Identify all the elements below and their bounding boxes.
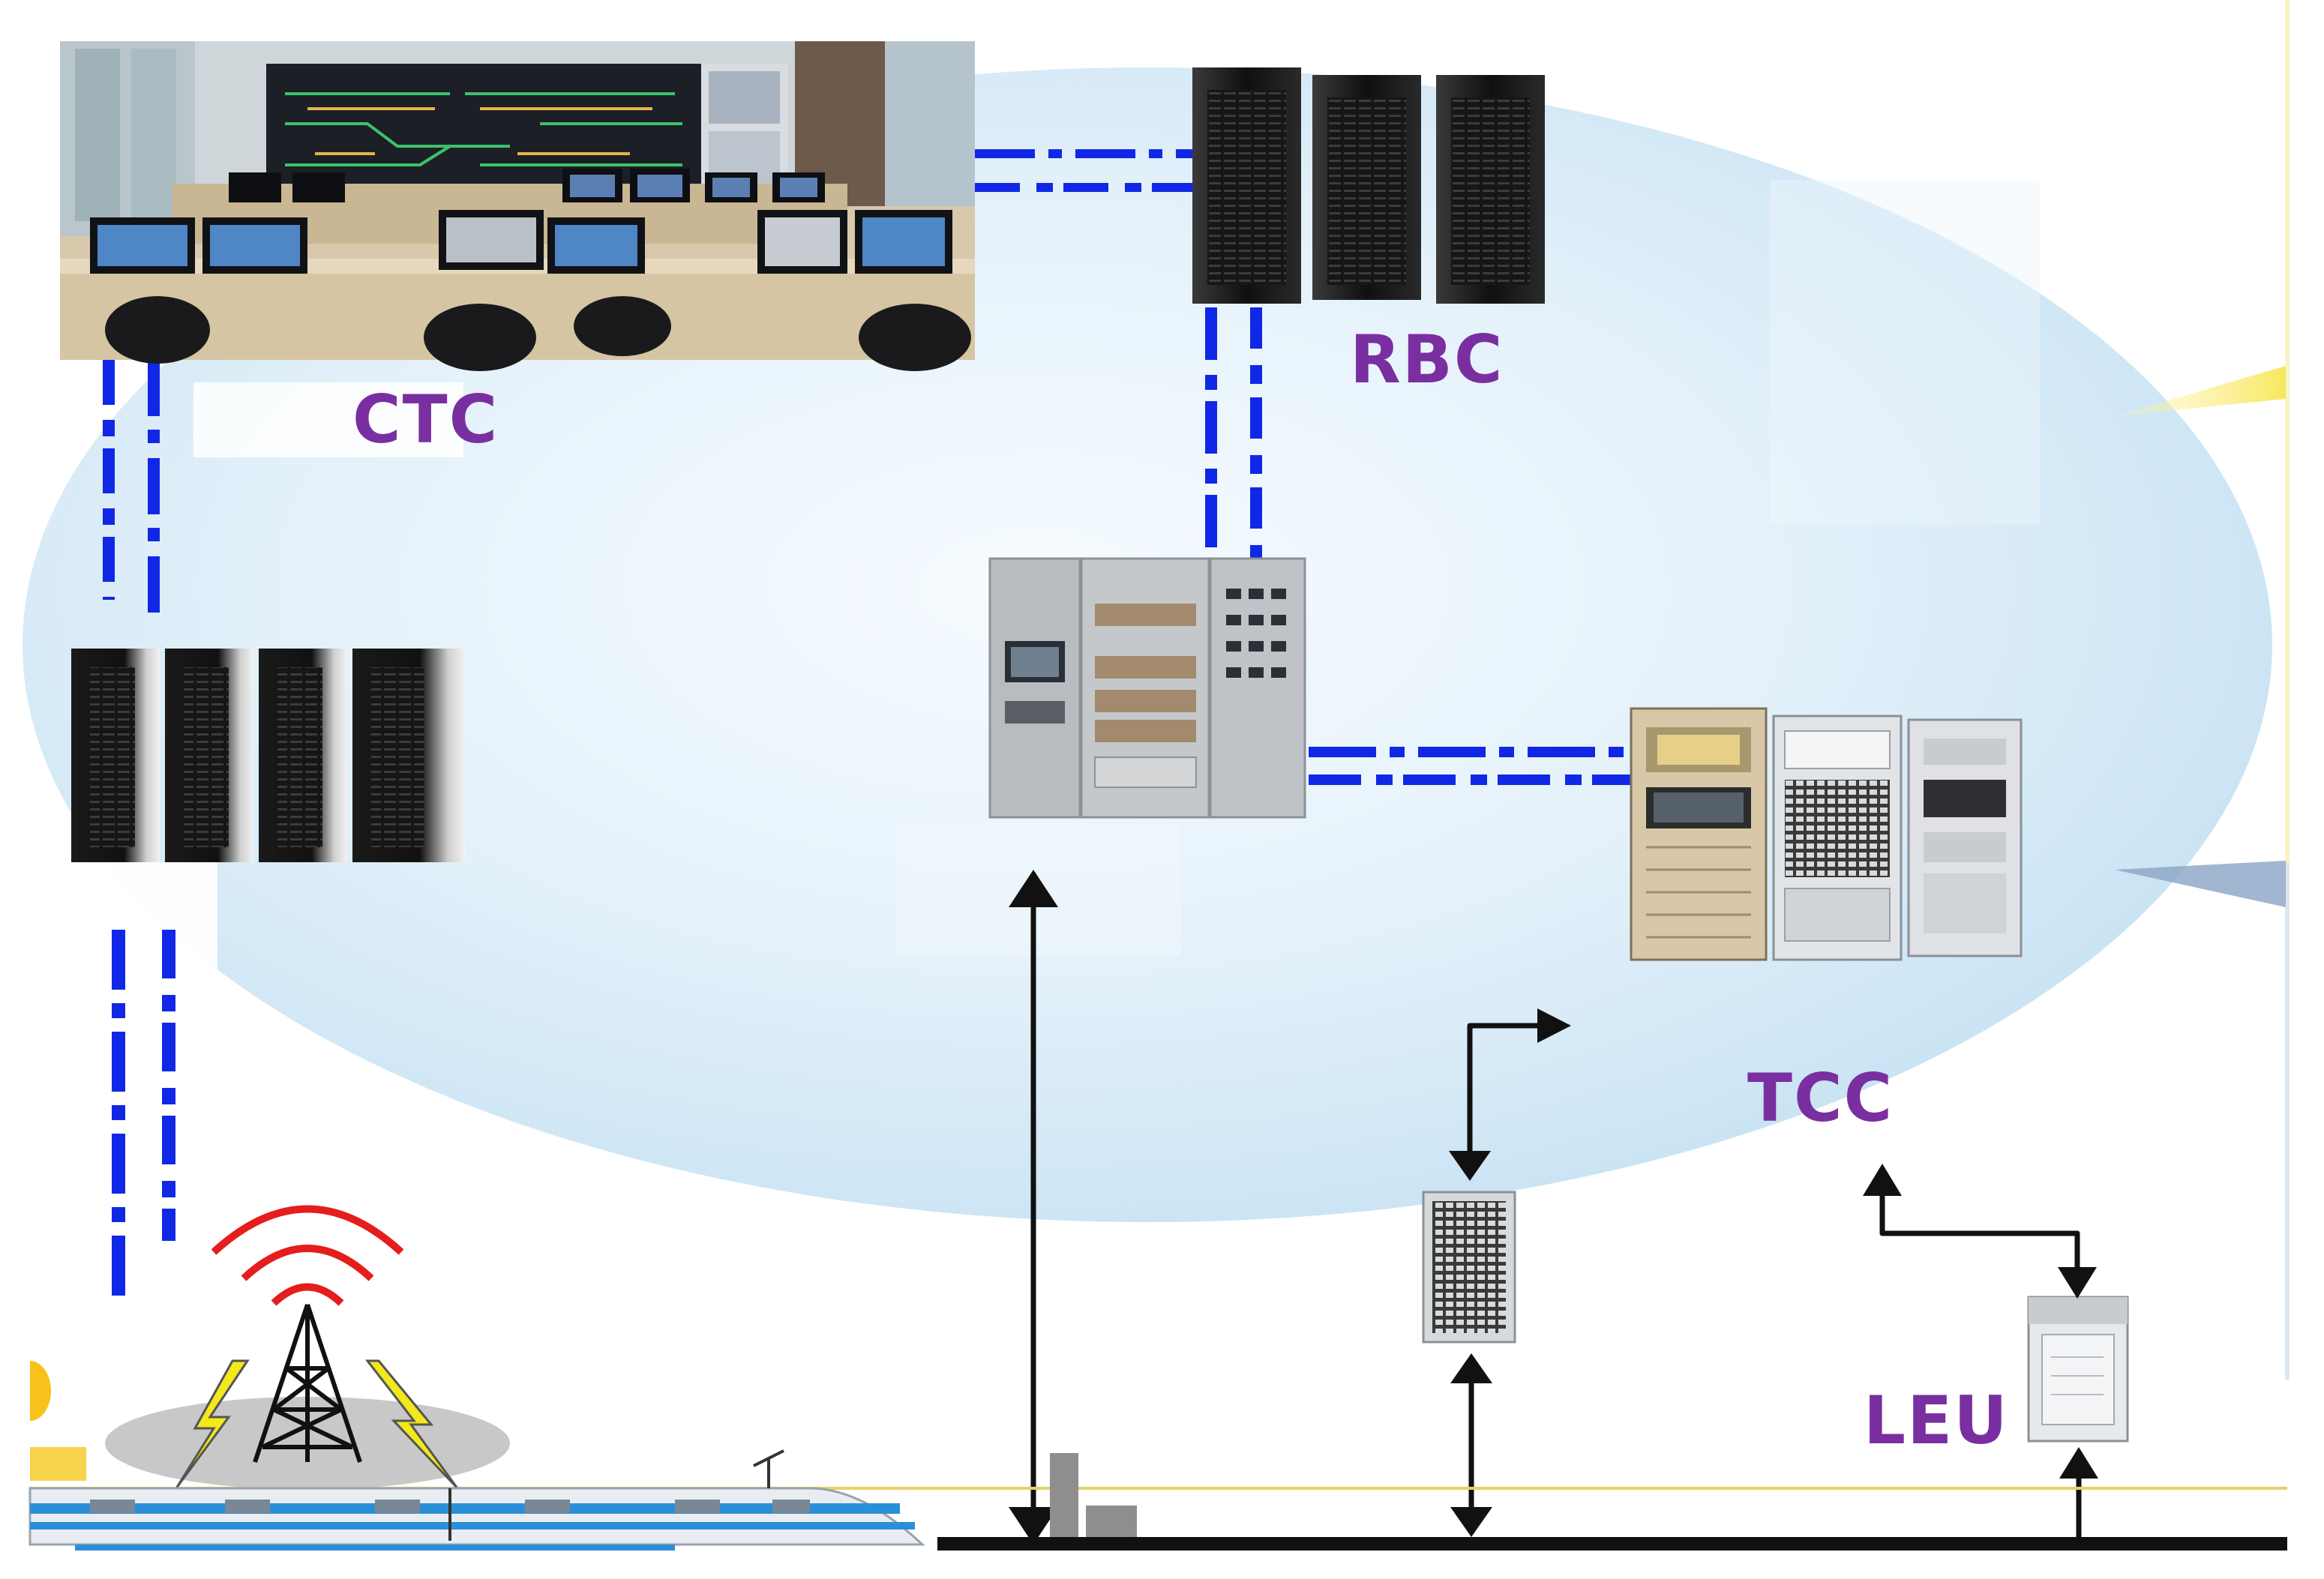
link-interlocking-tcc <box>1309 747 1631 785</box>
component-labels: CTC RBC TCC LEU <box>352 321 2009 1459</box>
rbc-server-racks <box>1192 67 1545 304</box>
signal-arrows <box>1009 870 2098 1548</box>
edge-decoration <box>30 1361 51 1421</box>
label-ctc: CTC <box>352 381 499 458</box>
server-rack-icon <box>259 649 347 862</box>
label-tcc: TCC <box>1747 1059 1894 1137</box>
server-rack-icon <box>1312 75 1421 300</box>
link-servers-tower <box>112 930 175 1308</box>
label-leu: LEU <box>1864 1382 2009 1459</box>
relay-unit-icon <box>1422 1191 1516 1344</box>
arrow-tcc-leu <box>1863 1164 2097 1299</box>
server-rack-icon <box>1192 67 1301 304</box>
leu-box-icon <box>2027 1296 2129 1443</box>
arrow-leu-track <box>2059 1447 2098 1548</box>
arrow-relay-tcc <box>1449 1008 1571 1181</box>
server-rack-icon <box>71 649 160 862</box>
light-ray-top <box>2115 366 2286 416</box>
link-ctc-rbc <box>975 149 1196 192</box>
server-rack-icon <box>1436 75 1545 304</box>
balise-icon <box>1050 1453 1137 1537</box>
ctc-server-racks <box>71 649 465 862</box>
track-rail <box>937 1537 2287 1551</box>
arrow-relay-track <box>1450 1353 1492 1537</box>
radio-tower-icon <box>105 1205 510 1490</box>
arrow-interlocking-track <box>1009 870 1058 1545</box>
high-speed-train-icon <box>28 1449 925 1551</box>
communication-links <box>103 149 1631 1308</box>
light-ray-bottom <box>2115 861 2286 907</box>
label-rbc: RBC <box>1350 321 1504 398</box>
server-rack-icon <box>165 649 253 862</box>
link-rbc-interlocking <box>1205 307 1262 559</box>
dispatch-center-photo <box>60 41 975 371</box>
edge-decoration <box>30 1447 86 1481</box>
right-edge-decoration <box>2115 0 2290 1380</box>
equipment-cabinet-icon <box>1630 707 2023 961</box>
server-rack-icon <box>352 649 465 862</box>
lightning-icon <box>175 1359 459 1490</box>
interlocking-cabinet-icon <box>988 557 1306 819</box>
signal-wave-icon <box>211 1205 404 1306</box>
link-ctc-servers <box>103 360 160 615</box>
